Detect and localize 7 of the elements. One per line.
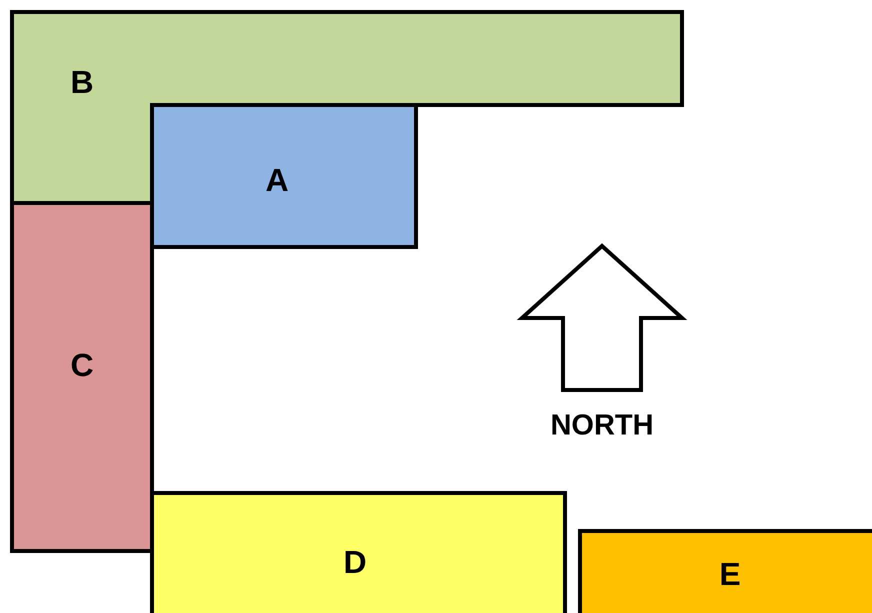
room-label: E [719,558,741,590]
room-label: C [70,349,94,381]
room-label: A [265,164,289,196]
room-label: B [70,66,94,98]
room-label: D [343,546,367,578]
room-box [150,491,567,613]
direction-label: NORTH [550,412,654,440]
